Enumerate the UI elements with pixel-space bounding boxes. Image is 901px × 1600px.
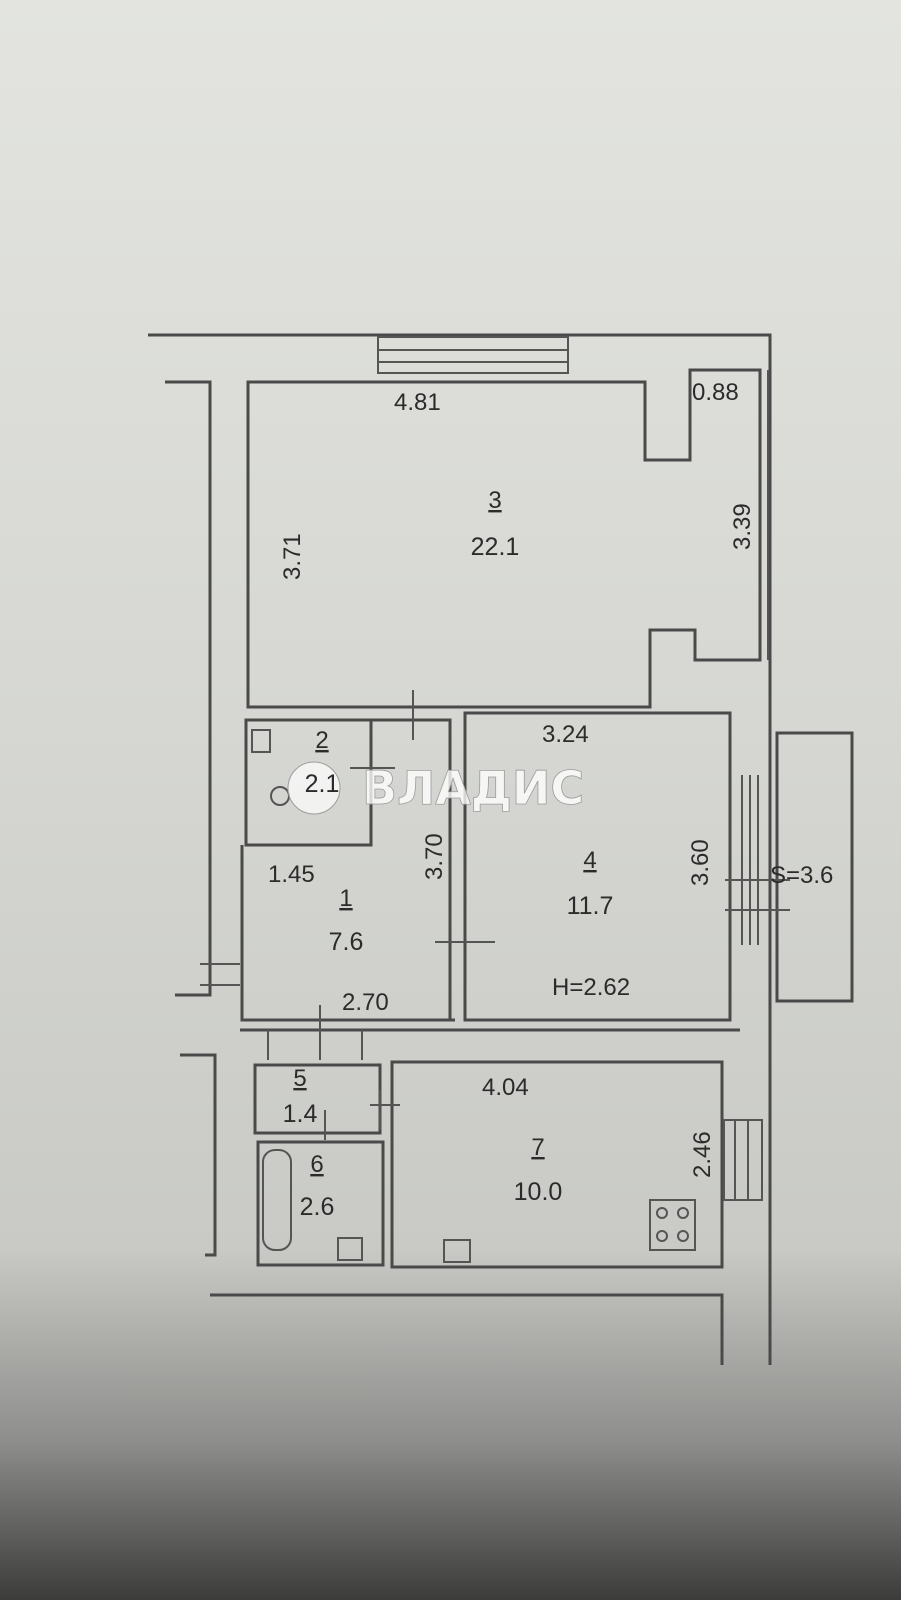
room-6-outline <box>256 1140 385 1267</box>
room-1-number: 1 <box>339 885 352 912</box>
room-3-number: 3 <box>488 487 501 514</box>
dim-3-70: 3.70 <box>421 833 448 880</box>
room-1-area: 7.6 <box>329 928 364 956</box>
room-1-outline <box>240 845 455 1022</box>
room-3-outline <box>246 368 762 709</box>
dim-4-04: 4.04 <box>482 1074 529 1101</box>
room-2-outline <box>244 718 373 847</box>
balcony <box>775 731 854 1003</box>
room-7-outline <box>390 1060 724 1269</box>
radiator-icon <box>443 1239 471 1263</box>
dim-1-45: 1.45 <box>268 861 315 888</box>
room-2-area: 2.1 <box>305 770 340 798</box>
toilet-icon <box>270 786 290 806</box>
dim-4-81: 4.81 <box>394 389 441 416</box>
dim-0-88: 0.88 <box>692 379 739 406</box>
dim-2-70: 2.70 <box>342 989 389 1016</box>
room-5-area: 1.4 <box>283 1100 318 1128</box>
stove-icon <box>649 1199 696 1251</box>
watermark-logo-icon <box>287 761 341 815</box>
room-2-number: 2 <box>315 727 328 754</box>
room-4-area: 11.7 <box>567 892 614 920</box>
room-labels: 3 22.1 2 2.1 4 11.7 1 7.6 5 1.4 6 2.6 7 … <box>283 487 614 1221</box>
room-4-outline <box>463 711 732 1022</box>
dimension-labels: 4.81 0.88 3.71 3.39 3.24 3.70 3.60 1.45 … <box>268 379 833 1178</box>
window-top <box>377 336 569 374</box>
dim-3-39: 3.39 <box>729 503 756 550</box>
balcony-area: S=3.6 <box>770 862 833 889</box>
room-6-area: 2.6 <box>300 1193 335 1221</box>
sink-icon <box>251 729 271 753</box>
dim-2-46: 2.46 <box>689 1131 716 1178</box>
room-6-number: 6 <box>310 1151 323 1178</box>
bathtub-icon <box>262 1149 292 1251</box>
room-7-number: 7 <box>531 1134 544 1161</box>
radiator-icon <box>337 1237 363 1261</box>
room-3-area: 22.1 <box>471 533 520 561</box>
room-4-number: 4 <box>583 847 596 874</box>
dim-3-24: 3.24 <box>542 721 589 748</box>
watermark: ВЛАДИС <box>287 761 584 815</box>
dim-3-60: 3.60 <box>687 839 714 886</box>
room-5-number: 5 <box>293 1065 306 1092</box>
dim-3-71: 3.71 <box>279 533 306 580</box>
watermark-text: ВЛАДИС <box>362 761 584 815</box>
ceiling-height: H=2.62 <box>552 974 630 1001</box>
room-7-area: 10.0 <box>514 1178 563 1206</box>
plan-walls <box>148 333 854 1365</box>
room-5-outline <box>253 1063 382 1135</box>
